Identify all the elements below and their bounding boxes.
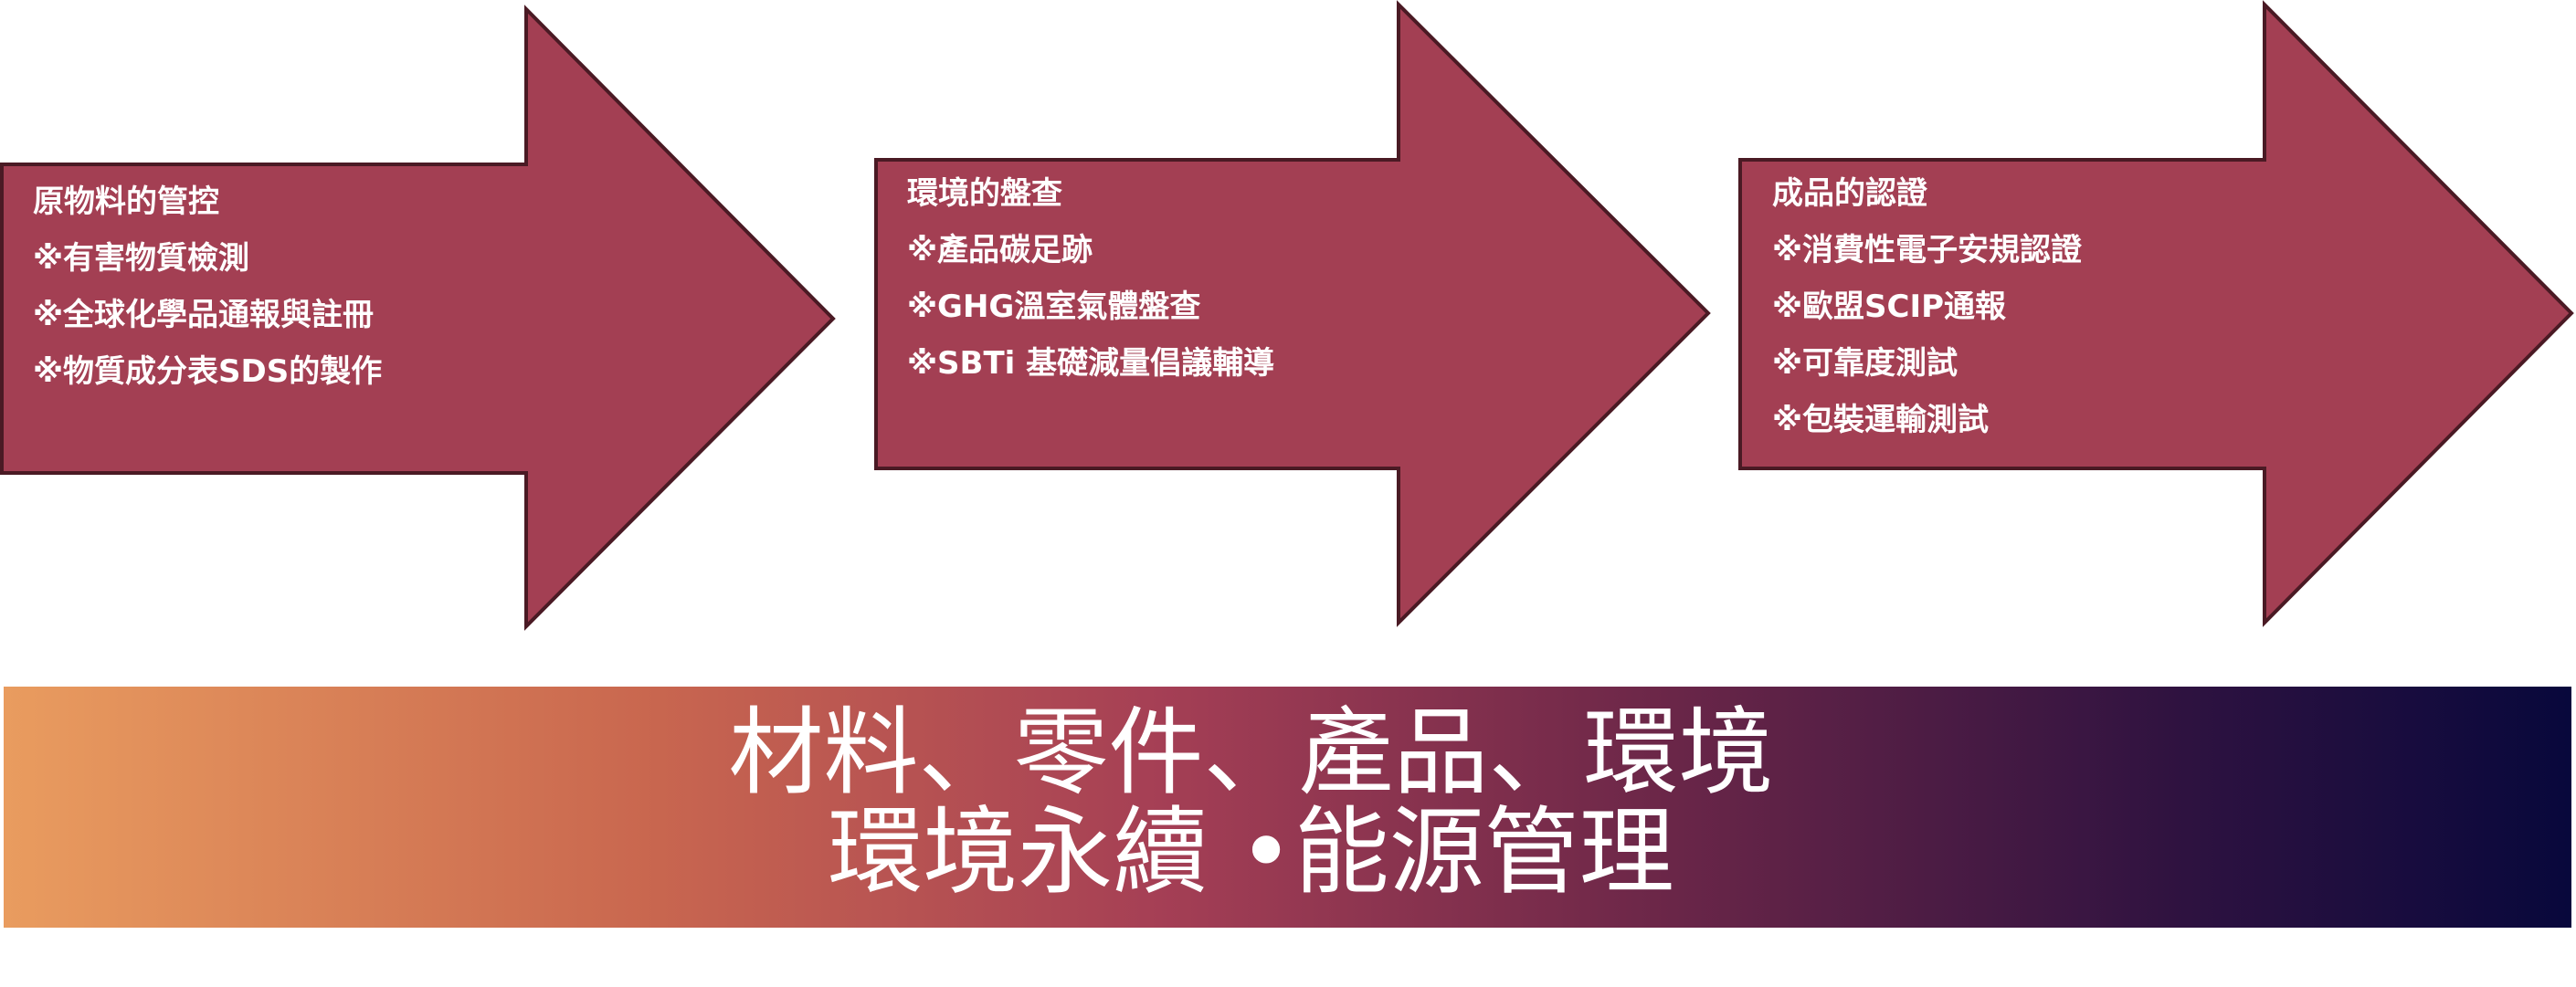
step-item: ※消費性電子安規認證 — [1772, 232, 2083, 268]
arrows-svg — [0, 0, 2574, 631]
arrow-shape-3 — [1738, 0, 2574, 627]
step-title: 環境的盤查 — [907, 175, 1062, 212]
step-item: ※包裝運輸測試 — [1772, 402, 1990, 438]
banner-line-1: 材料、零件、產品、環境 — [728, 697, 1774, 808]
step-environment-inventory: 環境的盤查 ※產品碳足跡 ※GHG溫室氣體盤查 ※SBTi 基礎減量倡議輔導 — [907, 165, 1274, 392]
step-item: ※全球化學品通報與註冊 — [33, 297, 375, 333]
step-item: ※物質成分表SDS的製作 — [33, 353, 383, 390]
step-product-certification: 成品的認證 ※消費性電子安規認證 ※歐盟SCIP通報 ※可靠度測試 ※包裝運輸測… — [1772, 165, 2082, 448]
step-raw-material-control: 原物料的管控 ※有害物質檢測 ※全球化學品通報與註冊 ※物質成分表SDS的製作 — [33, 173, 382, 400]
summary-banner: 材料、零件、產品、環境 環境永續 •能源管理 — [4, 687, 2571, 928]
step-title: 原物料的管控 — [33, 184, 219, 220]
banner-line-2: 環境永續 •能源管理 — [828, 796, 1674, 908]
step-item: ※產品碳足跡 — [907, 232, 1093, 268]
step-title: 成品的認證 — [1772, 175, 1927, 212]
step-item: ※可靠度測試 — [1772, 345, 1958, 382]
arrow-shape-2 — [874, 0, 1711, 627]
arrow-shape-1 — [0, 5, 836, 631]
step-item: ※GHG溫室氣體盤查 — [907, 289, 1201, 325]
step-item: ※歐盟SCIP通報 — [1772, 289, 2007, 325]
step-item: ※SBTi 基礎減量倡議輔導 — [907, 345, 1275, 382]
step-item: ※有害物質檢測 — [33, 240, 250, 277]
